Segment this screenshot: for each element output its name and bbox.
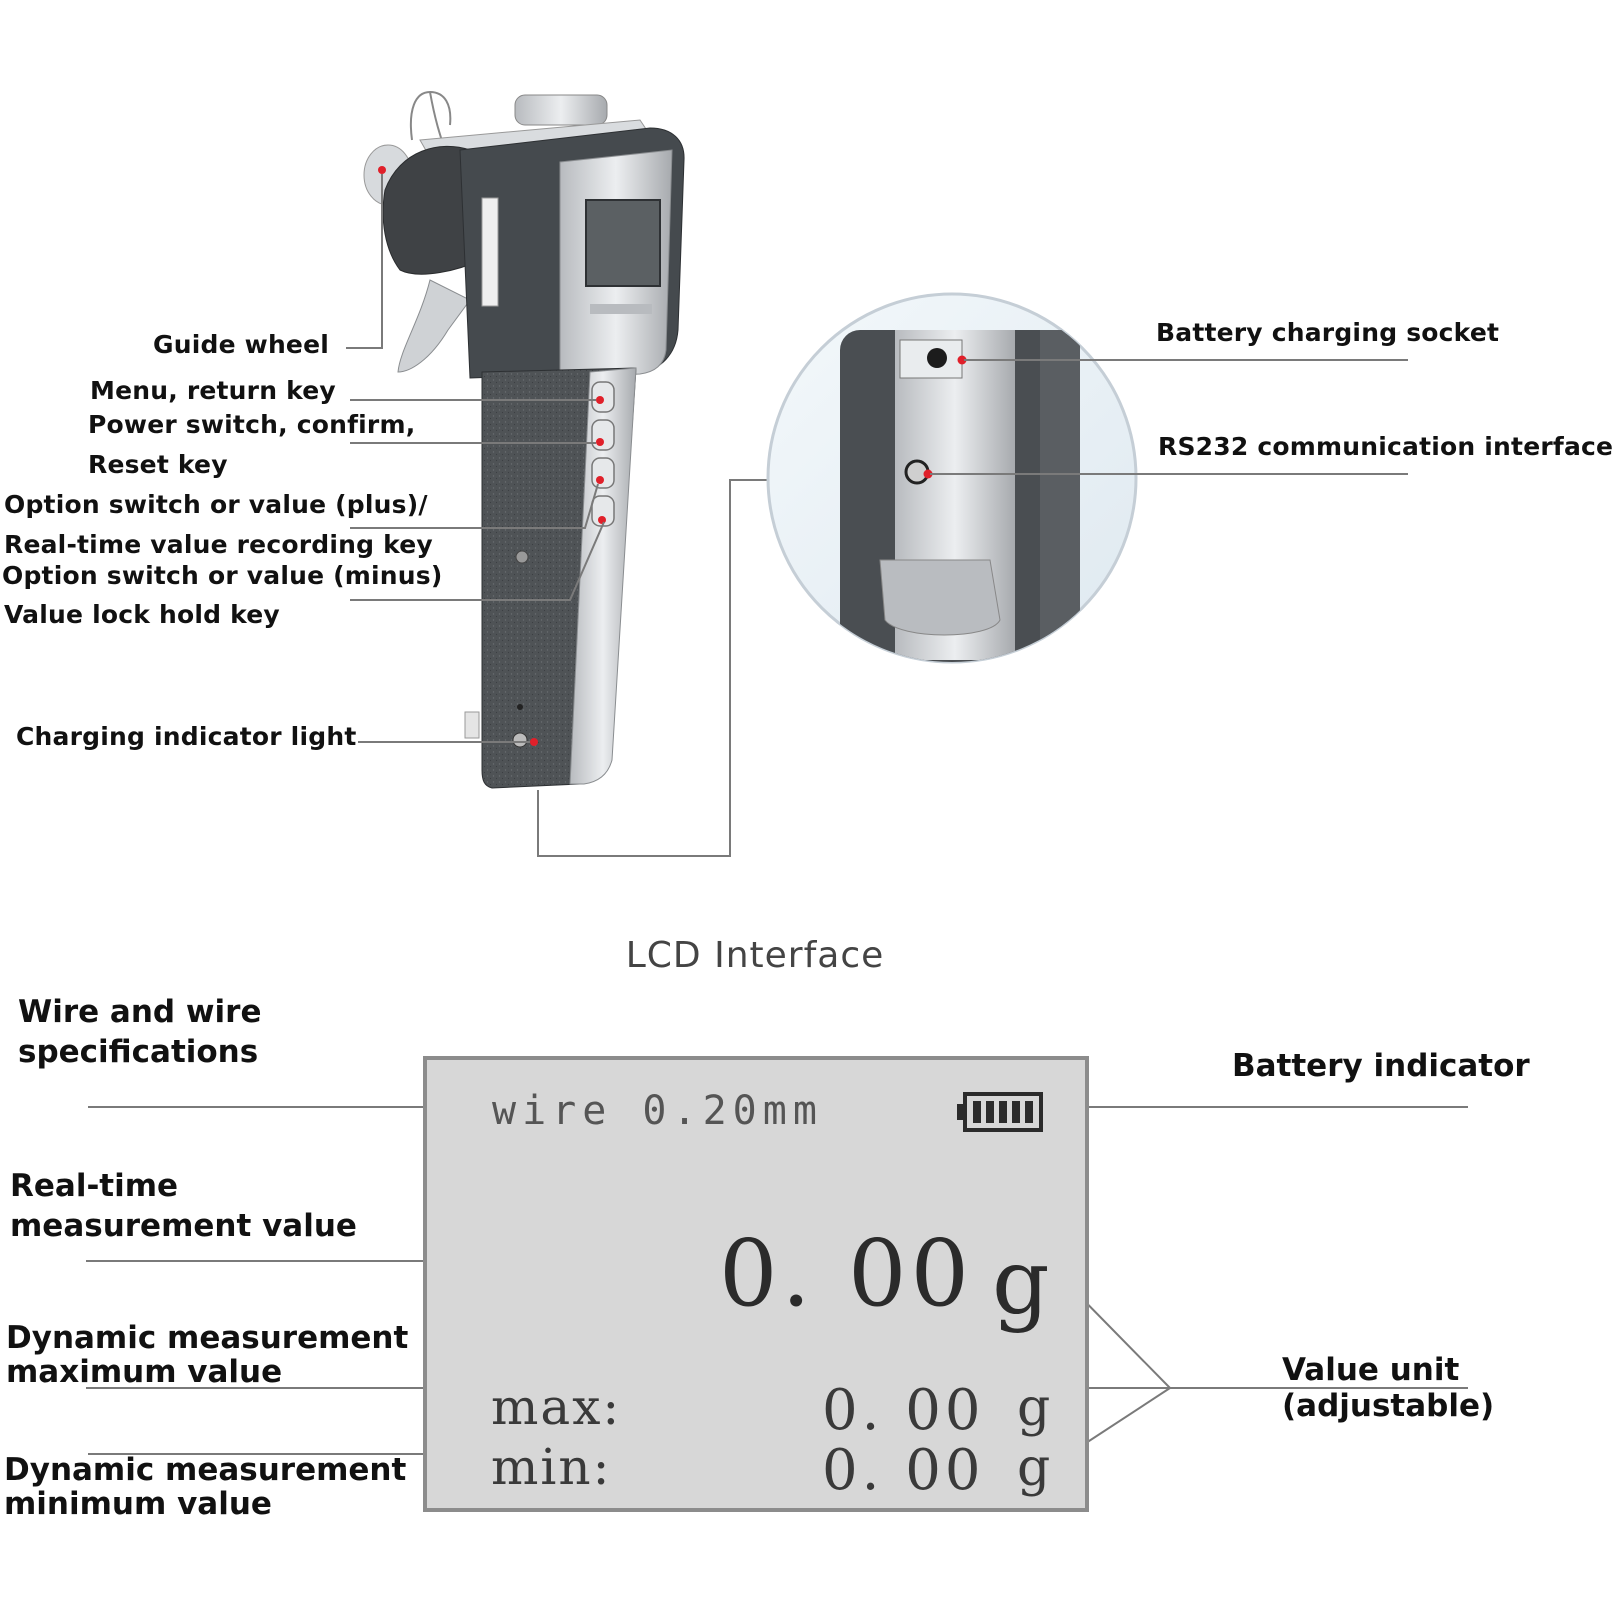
model-text-plate xyxy=(590,304,652,314)
handle-hole xyxy=(517,704,523,710)
label-menu-return-key: Menu, return key xyxy=(90,376,336,405)
lcd-min-label: min: xyxy=(491,1438,612,1496)
label-guide-wheel: Guide wheel xyxy=(153,330,330,359)
handle-silver-strip xyxy=(569,367,637,785)
guide-wheel-block xyxy=(382,145,481,275)
label-option-plus-line2: Real-time value recording key xyxy=(4,530,433,559)
keypad xyxy=(591,381,615,527)
label-option-minus: Option switch or value (minus) xyxy=(2,561,443,590)
lcd-max-label: max: xyxy=(491,1378,622,1436)
battery-icon xyxy=(957,1092,1043,1132)
label-wire-spec-line1: Wire and wire xyxy=(18,994,262,1030)
lcd-wire-spec: wire 0.20mm xyxy=(492,1088,823,1134)
device-lcd xyxy=(585,199,661,287)
label-option-plus-line1: Option switch or value (plus)/ xyxy=(4,490,428,519)
lcd-screen: wire 0.20mm 0. 00 g max: 0. 00 g min: 0.… xyxy=(423,1056,1089,1512)
device-leader-lines xyxy=(346,174,768,857)
battery-bar xyxy=(1012,1101,1020,1123)
label-realtime-line1: Real-time xyxy=(10,1168,179,1204)
lcd-realtime-value: 0. 00 xyxy=(719,1220,974,1327)
label-dyn-min-line1: Dynamic measurement xyxy=(4,1452,407,1488)
label-value-unit-line2: (adjustable) xyxy=(1282,1388,1495,1424)
callout-dots xyxy=(378,166,606,746)
label-dyn-min-line2: minimum value xyxy=(4,1486,272,1522)
lanyard-clip xyxy=(464,711,480,739)
label-realtime-line2: measurement value xyxy=(10,1208,357,1244)
handle-screw xyxy=(515,550,529,564)
lcd-section-title: LCD Interface xyxy=(625,935,885,976)
label-battery-indicator: Battery indicator xyxy=(1232,1048,1530,1084)
label-battery-charging-socket: Battery charging socket xyxy=(1156,318,1500,347)
lcd-max-value: 0. 00 xyxy=(822,1378,985,1443)
label-power-switch-line1: Power switch, confirm, xyxy=(88,410,416,439)
lcd-max-unit: g xyxy=(1017,1378,1051,1438)
bottom-socket xyxy=(512,732,528,748)
battery-bar xyxy=(999,1101,1007,1123)
battery-bar xyxy=(986,1101,994,1123)
trigger-lever xyxy=(397,279,471,373)
side-sticker xyxy=(481,197,499,307)
lcd-realtime-unit: g xyxy=(992,1230,1050,1335)
lcd-leader-lines xyxy=(86,1106,1468,1461)
lcd-min-unit: g xyxy=(1017,1438,1051,1498)
label-power-switch-line2: Reset key xyxy=(88,450,228,479)
label-value-lock-hold-key: Value lock hold key xyxy=(4,600,280,629)
lcd-min-value: 0. 00 xyxy=(822,1438,985,1503)
label-dyn-max-line1: Dynamic measurement xyxy=(6,1320,409,1356)
zoom-detail xyxy=(766,292,1408,664)
battery-bar xyxy=(973,1101,981,1123)
battery-bar xyxy=(1025,1101,1033,1123)
label-dyn-max-line2: maximum value xyxy=(6,1354,283,1390)
label-rs232-interface: RS232 communication interface xyxy=(1158,432,1613,461)
label-charging-indicator-light: Charging indicator light xyxy=(16,722,357,751)
label-wire-spec-line2: specifications xyxy=(18,1034,259,1070)
label-value-unit-line1: Value unit xyxy=(1282,1352,1460,1388)
